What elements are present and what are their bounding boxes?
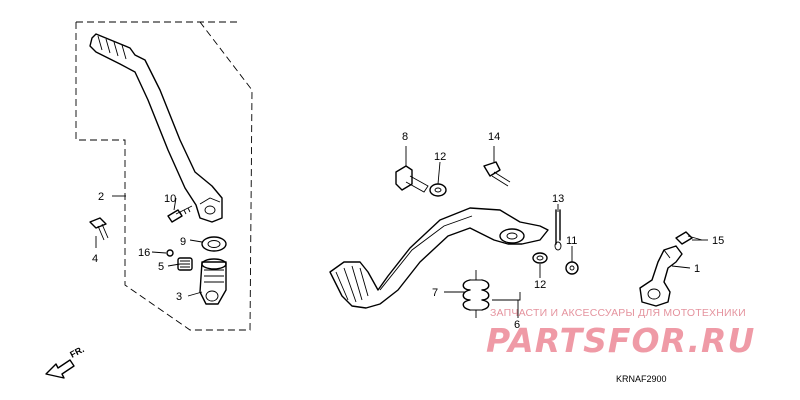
diagram-code: KRNAF2900 (616, 374, 667, 384)
watermark-logo: PARTSFOR.RU (486, 321, 755, 360)
callout-11: 11 (566, 235, 577, 247)
callout-8: 8 (402, 131, 408, 143)
callout-12-upper: 12 (434, 151, 446, 163)
callout-6: 6 (514, 319, 520, 331)
watermark-tagline: ЗАПЧАСТИ И АКСЕССУАРЫ ДЛЯ МОТОТЕХНИКИ (490, 307, 746, 319)
callout-10: 10 (164, 193, 176, 205)
callout-5: 5 (158, 261, 164, 273)
cotter-pin-13 (554, 209, 562, 251)
callout-15: 15 (712, 235, 724, 247)
callout-2: 2 (98, 191, 104, 203)
oil-seal-9 (201, 236, 227, 252)
callout-3: 3 (176, 291, 182, 303)
washer-12-upper (429, 183, 447, 197)
kick-starter-arm (89, 33, 223, 223)
brake-pedal-6 (329, 207, 549, 309)
washer-12-lower (532, 252, 548, 264)
callout-labels: 2 4 10 9 16 5 3 8 12 14 13 11 12 7 6 1 1… (92, 131, 724, 331)
callout-13: 13 (552, 193, 564, 205)
callout-9: 9 (180, 236, 186, 248)
kick-shaft-3 (199, 258, 227, 305)
callout-12-lower: 12 (534, 279, 546, 291)
pivot-bolt-8 (395, 165, 429, 193)
leader-lines (95, 146, 708, 318)
callout-4: 4 (92, 253, 98, 265)
callout-14: 14 (488, 131, 500, 143)
ball-16 (166, 249, 174, 257)
spring-5 (177, 257, 193, 271)
bolt-14 (483, 161, 511, 187)
direction-label: FR. (68, 344, 85, 360)
bolt-4 (89, 217, 109, 241)
callout-1: 1 (694, 263, 700, 275)
watermark: ЗАПЧАСТИ И АКСЕССУАРЫ ДЛЯ МОТОТЕХНИКИ PA… (486, 307, 755, 360)
bolt-10 (167, 205, 193, 223)
callout-7: 7 (432, 287, 438, 299)
callout-16: 16 (138, 247, 150, 259)
kick-starter-group-outline (75, 21, 253, 331)
bolt-15 (675, 231, 703, 245)
washer-11 (565, 261, 579, 275)
spring-7 (462, 270, 490, 318)
shift-pedal-1 (639, 245, 683, 307)
front-direction-arrow: FR. (45, 344, 86, 379)
